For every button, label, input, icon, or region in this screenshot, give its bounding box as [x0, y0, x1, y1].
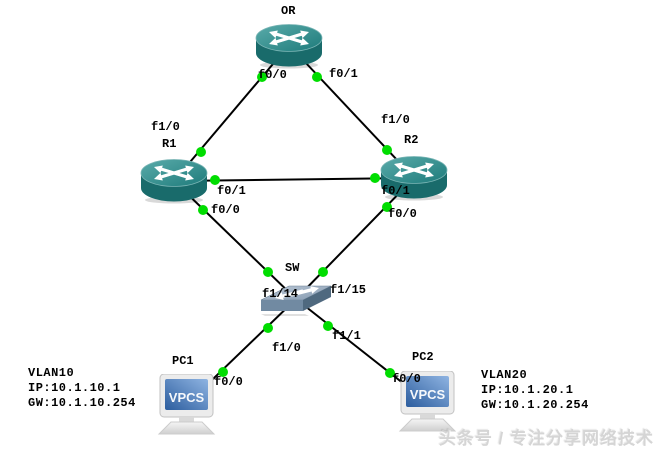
link-status-dot — [198, 205, 208, 215]
interface-label-sw-f1-14: f1/14 — [262, 287, 299, 301]
interface-label-pc2-f0-0: f0/0 — [392, 372, 421, 386]
vlan20-name: VLAN20 — [481, 368, 528, 382]
interface-label-r2-f0-0: f0/0 — [388, 207, 417, 221]
switch-sw[interactable] — [259, 280, 333, 325]
router-r2[interactable] — [380, 155, 448, 206]
link-status-dot — [263, 267, 273, 277]
link-line-or-r2[interactable] — [288, 44, 415, 179]
vlan20-gw: GW:10.1.20.254 — [481, 398, 589, 412]
vlan10-name: VLAN10 — [28, 366, 75, 380]
link-status-dot — [382, 145, 392, 155]
link-status-dot — [196, 147, 206, 157]
router-icon — [380, 156, 448, 201]
router-r1[interactable] — [140, 158, 208, 209]
vlan10-gw: GW:10.1.10.254 — [28, 396, 136, 410]
link-line-r1-sw[interactable] — [173, 180, 297, 300]
interface-label-r1-f1-0: f1/0 — [151, 120, 180, 134]
vlan20-annotation: VLAN20 IP:10.1.20.1 GW:10.1.20.254 — [481, 368, 589, 413]
vlan10-ip: IP:10.1.10.1 — [28, 381, 121, 395]
link-status-dot — [210, 175, 220, 185]
link-line-or-r1[interactable] — [173, 44, 290, 182]
link-status-dot — [257, 72, 267, 82]
interface-label-r2-f1-0: f1/0 — [381, 113, 410, 127]
link-status-dot — [318, 267, 328, 277]
device-label-pc1: PC1 — [172, 354, 194, 368]
link-status-dot — [323, 321, 333, 331]
device-label-or: OR — [281, 4, 296, 18]
link-status-dot — [385, 368, 395, 378]
vlan10-annotation: VLAN10 IP:10.1.10.1 GW:10.1.10.254 — [28, 366, 136, 411]
router-icon — [255, 24, 323, 69]
link-status-dot — [370, 173, 380, 183]
link-status-dot — [218, 367, 228, 377]
pc-screen-label: VPCS — [169, 390, 205, 405]
pc1[interactable]: VPCS — [150, 373, 222, 443]
switch-icon — [260, 285, 332, 316]
pc-icon: VPCS — [157, 373, 216, 435]
watermark: 头条号 / 专注分享网络技术 — [438, 429, 654, 448]
interface-label-r1-f0-1: f0/1 — [217, 184, 246, 198]
vlan20-ip: IP:10.1.20.1 — [481, 383, 574, 397]
interface-label-pc1-f0-0: f0/0 — [214, 375, 243, 389]
link-line-r2-sw[interactable] — [295, 177, 415, 300]
pc2[interactable]: VPCS — [391, 370, 463, 440]
device-label-pc2: PC2 — [412, 350, 434, 364]
interface-label-sw-f1-1: f1/1 — [332, 329, 361, 343]
interface-label-r2-f0-1: f0/1 — [381, 184, 410, 198]
interface-label-sw-f1-0: f1/0 — [272, 341, 301, 355]
device-label-r2: R2 — [404, 133, 419, 147]
router-or[interactable] — [255, 23, 323, 74]
device-label-r1: R1 — [162, 137, 177, 151]
pc-icon: VPCS — [398, 370, 457, 432]
interface-label-or-f0-1: f0/1 — [329, 67, 358, 81]
device-label-sw: SW — [285, 261, 300, 275]
router-icon — [140, 159, 208, 204]
interface-label-sw-f1-15: f1/15 — [330, 283, 367, 297]
link-status-dot — [263, 323, 273, 333]
link-status-dot — [312, 72, 322, 82]
interface-label-or-f0-0: f0/0 — [258, 68, 287, 82]
link-status-dot — [382, 202, 392, 212]
pc-screen-label: VPCS — [410, 387, 446, 402]
interface-label-r1-f0-0: f0/0 — [211, 203, 240, 217]
